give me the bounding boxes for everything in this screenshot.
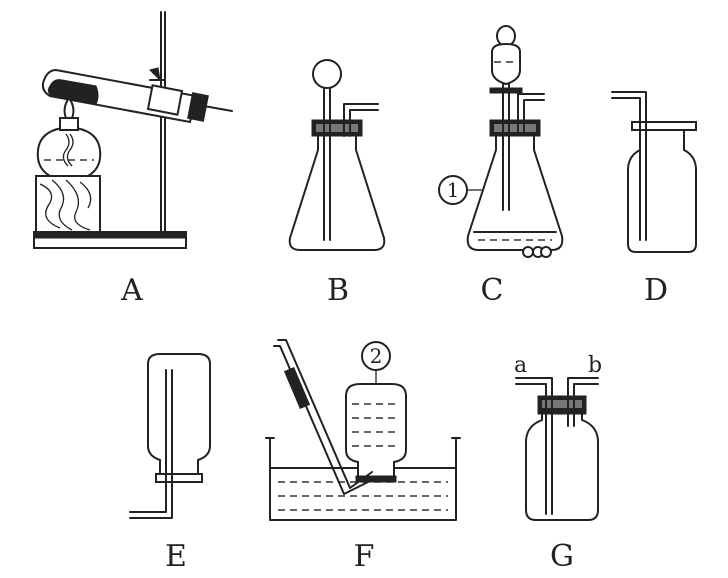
label-c: C bbox=[481, 273, 504, 308]
apparatus-b: B bbox=[288, 59, 386, 308]
apparatus-c: 1 C bbox=[438, 25, 564, 308]
marker-2: 2 bbox=[370, 344, 383, 368]
label-a: A bbox=[120, 273, 143, 308]
apparatus-d: D bbox=[611, 91, 697, 308]
apparatus-e: E bbox=[129, 353, 211, 574]
apparatus-f: 2 F bbox=[265, 339, 461, 574]
label-e: E bbox=[165, 539, 187, 574]
label-b: B bbox=[327, 273, 349, 308]
marker-1: 1 bbox=[447, 178, 460, 202]
apparatus-a: A bbox=[33, 11, 233, 308]
label-f: F bbox=[354, 539, 375, 574]
port-b: b bbox=[588, 353, 602, 378]
apparatus-g: a b G bbox=[514, 353, 602, 574]
label-d: D bbox=[644, 273, 668, 308]
port-a: a bbox=[514, 353, 527, 378]
label-g: G bbox=[550, 539, 574, 574]
